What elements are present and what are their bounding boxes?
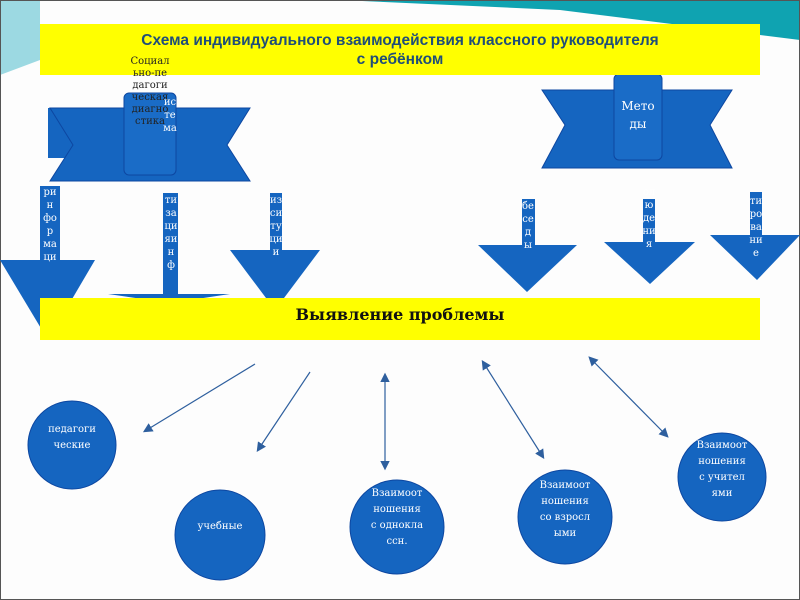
circle-pedagogical [27, 400, 117, 490]
problem-band [40, 298, 760, 340]
circle-label-classmates: Взаимоотношения с одноклассн. [370, 488, 424, 547]
connector-1 [142, 363, 256, 433]
connector-4 [481, 359, 545, 460]
arrow-label-4: беседы [522, 201, 534, 251]
arrow-down-4 [478, 199, 577, 292]
circle-classmates [349, 479, 445, 575]
banner-right-label: Методы [621, 99, 655, 131]
banner-left-scroll [123, 92, 177, 176]
arrow-label-6: тирование [749, 196, 763, 259]
arrow-label-3: изситуции [269, 195, 283, 258]
page-title: Схема индивидуального взаимодействия кла… [40, 24, 760, 75]
arrow-label-2: тизацияинф [164, 195, 178, 271]
circle-academic [174, 489, 266, 581]
arrow-label-1: ринформаци [43, 187, 57, 263]
connector-2 [256, 371, 311, 452]
decor-left [0, 0, 40, 75]
arrow-down-6 [710, 192, 800, 280]
arrow-label-5: олюдения [642, 187, 656, 250]
circle-adults [517, 469, 613, 565]
circle-label-academic: учебные [197, 521, 243, 532]
connector-5 [588, 356, 669, 438]
problem-band-label: Выявление проблемы [295, 305, 505, 324]
banner-left-label: Социально-педагогическая диагностика [130, 56, 170, 127]
decor-teal [340, 0, 800, 40]
arrow-down-5 [604, 199, 695, 284]
circle-teachers [677, 432, 767, 522]
banner-left-side-text: истема [163, 97, 177, 134]
circle-label-adults: Взаимоотношения со взрослыми [539, 480, 591, 539]
arrow-down-3 [230, 193, 320, 310]
circle-label-teachers: Взаимоотношения с учителями [696, 440, 748, 499]
circle-label-pedagogical: педагогические [48, 424, 96, 451]
